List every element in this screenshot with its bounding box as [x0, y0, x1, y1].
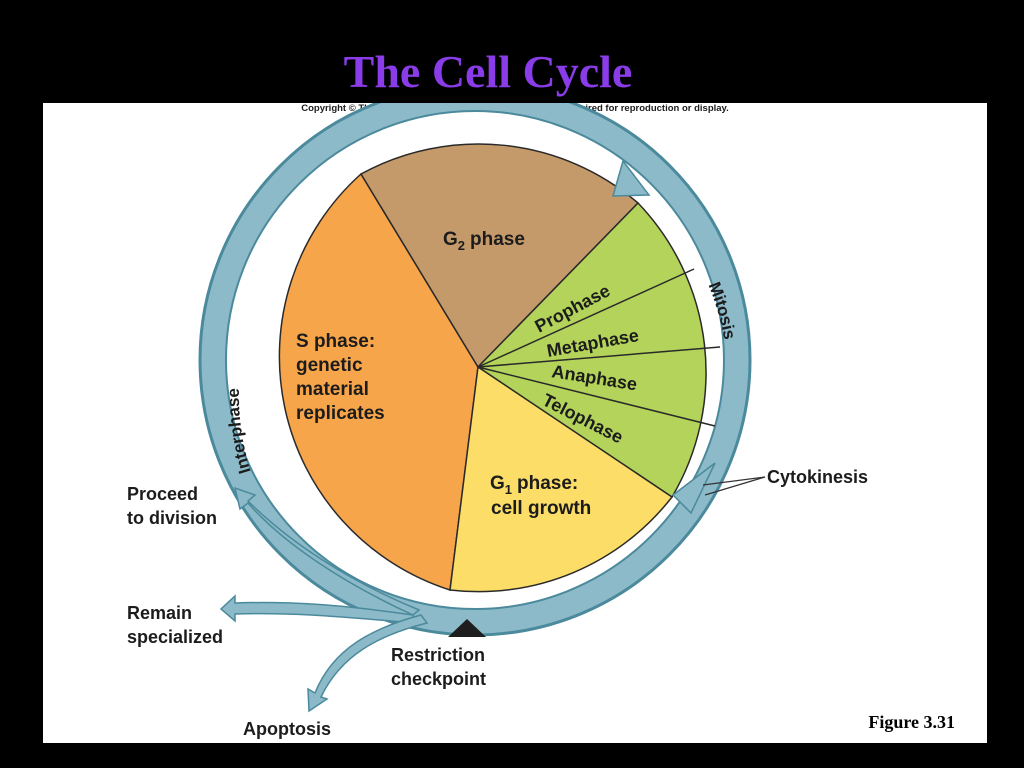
apoptosis-label: Apoptosis	[243, 719, 331, 739]
s-phase-label: S phase: genetic material replicates	[296, 331, 385, 424]
figure-panel: Copyright © The McGraw-Hill Companies, I…	[43, 103, 987, 743]
slide-title: The Cell Cycle	[343, 46, 633, 97]
wedge-g2-phase	[359, 143, 640, 369]
remain-specialized-arrow	[219, 594, 416, 624]
cytokinesis-pointer-lower	[704, 476, 766, 496]
cytokinesis-label: Cytokinesis	[767, 467, 868, 487]
wedge-g1-phase	[449, 365, 674, 593]
restriction-checkpoint-label: Restriction checkpoint	[391, 645, 490, 689]
divider-metaphase-anaphase	[477, 346, 721, 368]
apoptosis-arrow	[307, 614, 429, 713]
wedge-s-phase	[278, 172, 479, 591]
figure-label: Figure 3.31	[868, 712, 955, 732]
divider-prophase-metaphase	[477, 268, 695, 368]
wedge-mitosis	[476, 201, 707, 499]
ring-arrow-top	[611, 159, 651, 197]
cell-cycle-diagram: Copyright © The McGraw-Hill Companies, I…	[127, 103, 868, 739]
proceed-to-division-label: Proceed to division	[127, 484, 217, 528]
proceed-arrow	[233, 486, 421, 616]
g1-phase-description: cell growth	[491, 498, 591, 519]
ring-arrow-right	[671, 462, 716, 515]
restriction-checkpoint-marker	[448, 619, 486, 637]
divider-anaphase-telophase	[477, 366, 716, 427]
cytokinesis-pointer-upper	[702, 476, 766, 486]
remain-specialized-label: Remain specialized	[127, 603, 223, 647]
